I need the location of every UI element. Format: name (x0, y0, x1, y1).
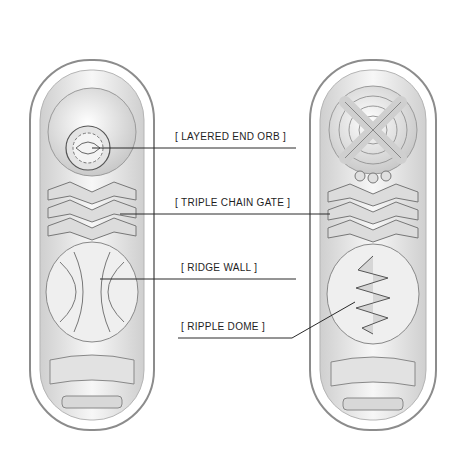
right-capsule (310, 60, 436, 430)
left-capsule (30, 60, 154, 430)
part-label: [ RIPPLE DOME ] (180, 321, 266, 333)
part-label: [ LAYERED END ORB ] (174, 131, 287, 143)
part-label: [ RIDGE WALL ] (180, 262, 258, 274)
part-label: [ TRIPLE CHAIN GATE ] (174, 197, 291, 209)
leader-lines (92, 148, 355, 338)
